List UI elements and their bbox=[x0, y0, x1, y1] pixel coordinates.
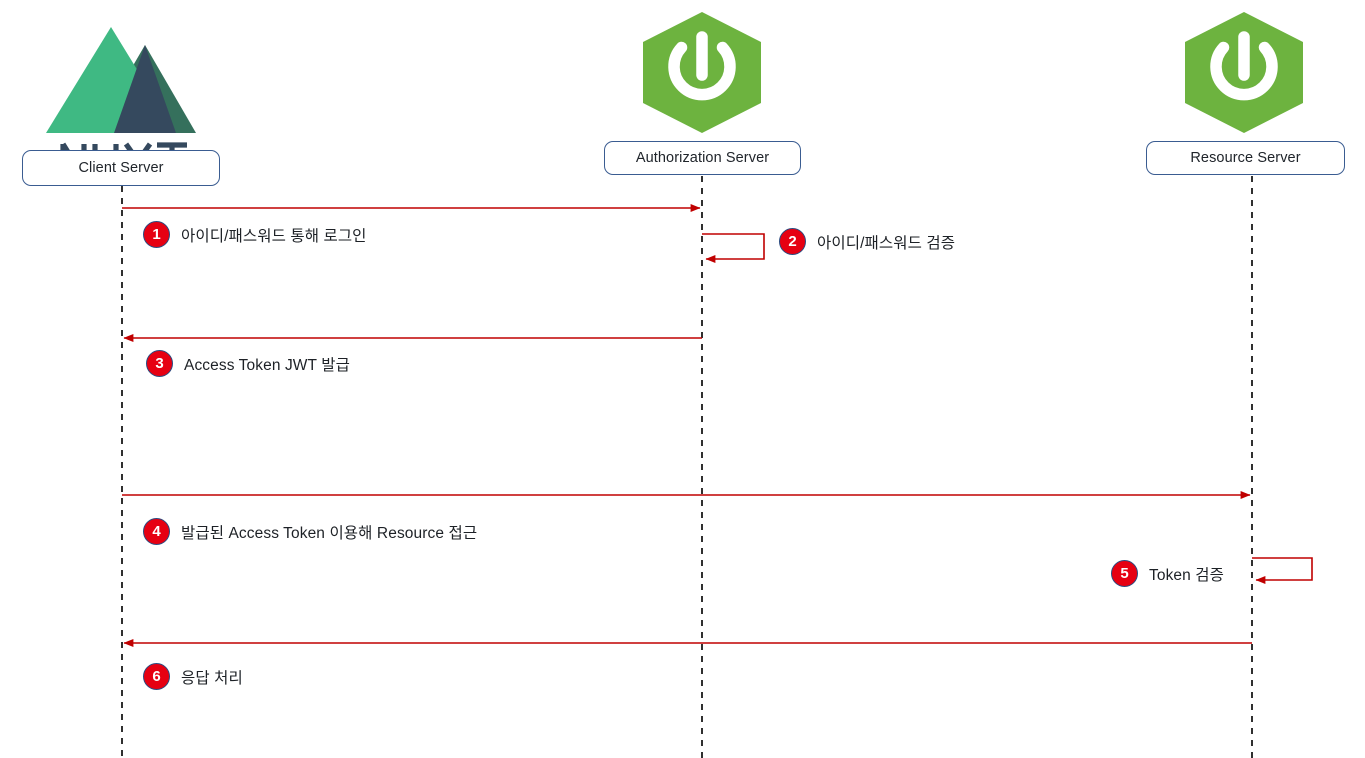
spring-boot-logo-resource bbox=[1185, 12, 1303, 133]
message-text-5: Token 검증 bbox=[1149, 566, 1224, 584]
message-label-3: 3 Access Token JWT 발급 bbox=[146, 350, 350, 377]
participant-label-client: Client Server bbox=[78, 160, 164, 176]
step-badge-5: 5 bbox=[1111, 560, 1138, 587]
step-badge-6: 6 bbox=[143, 663, 170, 690]
message-text-6: 응답 처리 bbox=[181, 669, 243, 687]
message-label-2: 2 아이디/패스워드 검증 bbox=[779, 228, 955, 255]
participant-box-client[interactable]: Client Server bbox=[22, 150, 220, 186]
message-text-4: 발급된 Access Token 이용해 Resource 접근 bbox=[181, 524, 478, 542]
message-label-5: 5 Token 검증 bbox=[1111, 560, 1224, 587]
message-label-4: 4 발급된 Access Token 이용해 Resource 접근 bbox=[143, 518, 477, 545]
step-badge-4: 4 bbox=[143, 518, 170, 545]
message-label-6: 6 응답 처리 bbox=[143, 663, 243, 690]
participant-box-resource[interactable]: Resource Server bbox=[1146, 141, 1345, 175]
participant-box-authorization[interactable]: Authorization Server bbox=[604, 141, 801, 175]
message-arrow-5 bbox=[1252, 557, 1313, 584]
message-text-1: 아이디/패스워드 통해 로그인 bbox=[181, 227, 367, 245]
message-text-2: 아이디/패스워드 검증 bbox=[817, 234, 956, 252]
message-arrow-2 bbox=[702, 233, 765, 263]
message-label-1: 1 아이디/패스워드 통해 로그인 bbox=[143, 221, 367, 248]
step-badge-2: 2 bbox=[779, 228, 806, 255]
message-text-3: Access Token JWT 발급 bbox=[184, 356, 350, 374]
spring-boot-logo-authorization bbox=[643, 12, 761, 133]
participant-label-authorization: Authorization Server bbox=[635, 150, 770, 166]
participant-label-resource: Resource Server bbox=[1190, 150, 1301, 166]
step-badge-1: 1 bbox=[143, 221, 170, 248]
step-badge-3: 3 bbox=[146, 350, 173, 377]
